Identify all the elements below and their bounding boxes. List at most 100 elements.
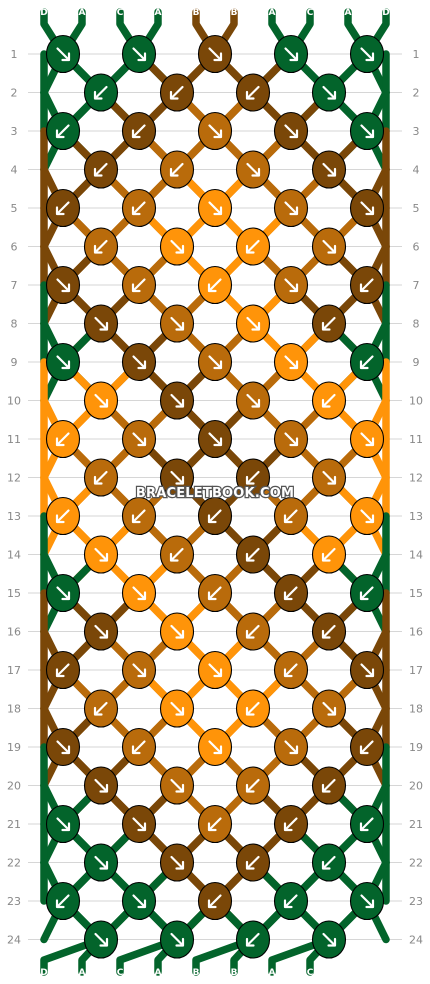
strand-segment bbox=[192, 935, 257, 976]
knot bbox=[159, 843, 195, 882]
arrow-down-left-icon bbox=[321, 624, 336, 639]
knot bbox=[311, 843, 347, 882]
arrow-down-left-icon bbox=[207, 586, 222, 601]
row-number: 20 bbox=[7, 780, 21, 793]
strand-label-bottom: D bbox=[382, 968, 389, 978]
row-number: 3 bbox=[11, 125, 18, 138]
knot bbox=[273, 265, 309, 305]
row-number: 21 bbox=[409, 818, 423, 831]
knot bbox=[349, 419, 385, 459]
arrow-down-left-icon bbox=[321, 855, 336, 870]
row-number: 7 bbox=[11, 279, 18, 292]
row-number: 6 bbox=[413, 241, 420, 254]
arrow-down-right-icon bbox=[208, 432, 223, 447]
knot bbox=[349, 881, 385, 921]
arrow-down-left-icon bbox=[245, 547, 260, 562]
strand-label-top: B bbox=[193, 8, 200, 18]
arrow-down-right-icon bbox=[208, 355, 223, 370]
watermark-text: BRACELETBOOK.COM bbox=[136, 486, 294, 501]
knot bbox=[121, 265, 157, 305]
arrow-down-right-icon bbox=[94, 932, 109, 947]
knot bbox=[197, 265, 233, 305]
row-number: 6 bbox=[11, 241, 18, 254]
knot bbox=[83, 227, 119, 266]
arrow-down-left-icon bbox=[245, 855, 260, 870]
strand-label-bottom: B bbox=[231, 968, 238, 978]
arrow-down-right-icon bbox=[284, 740, 299, 755]
arrow-down-right-icon bbox=[360, 509, 375, 524]
row-number: 13 bbox=[7, 510, 21, 523]
strand-label-bottom: A bbox=[155, 968, 162, 978]
knot bbox=[235, 458, 271, 497]
knot bbox=[121, 111, 157, 151]
row-number: 14 bbox=[7, 549, 21, 562]
knot bbox=[159, 920, 195, 959]
row-number: 17 bbox=[7, 664, 21, 677]
arrow-down-right-icon bbox=[322, 85, 337, 100]
knot bbox=[273, 34, 309, 74]
arrow-down-right-icon bbox=[170, 701, 185, 716]
knot bbox=[349, 265, 385, 305]
knot bbox=[83, 381, 119, 420]
strand-label-top: D bbox=[40, 8, 47, 18]
arrow-down-left-icon bbox=[283, 509, 298, 524]
row-number: 1 bbox=[413, 48, 420, 61]
arrow-down-left-icon bbox=[359, 355, 374, 370]
knot bbox=[159, 458, 195, 497]
knot bbox=[159, 612, 195, 651]
arrow-down-right-icon bbox=[170, 932, 185, 947]
arrow-down-left-icon bbox=[245, 239, 260, 254]
strand-label-bottom: C bbox=[117, 968, 124, 978]
knot bbox=[311, 920, 347, 959]
knot bbox=[121, 727, 157, 767]
knot bbox=[235, 766, 271, 805]
arrow-down-right-icon bbox=[322, 239, 337, 254]
knot bbox=[121, 419, 157, 459]
knot bbox=[197, 34, 233, 74]
knot bbox=[311, 458, 347, 497]
arrow-down-left-icon bbox=[207, 278, 222, 293]
row-number: 24 bbox=[409, 934, 423, 947]
knot bbox=[159, 535, 195, 574]
arrow-down-right-icon bbox=[170, 778, 185, 793]
arrow-down-left-icon bbox=[245, 701, 260, 716]
row-number: 8 bbox=[413, 318, 420, 331]
row-number: 14 bbox=[409, 549, 423, 562]
knot bbox=[45, 342, 81, 382]
arrow-down-left-icon bbox=[245, 624, 260, 639]
arrow-down-right-icon bbox=[94, 624, 109, 639]
strand-label-bottom: A bbox=[345, 968, 352, 978]
arrow-down-left-icon bbox=[283, 817, 298, 832]
row-number: 24 bbox=[7, 934, 21, 947]
strand-label-bottom: D bbox=[40, 968, 47, 978]
knot bbox=[235, 535, 271, 574]
knot bbox=[197, 342, 233, 382]
arrow-down-left-icon bbox=[131, 201, 146, 216]
arrow-down-left-icon bbox=[321, 393, 336, 408]
knot bbox=[83, 304, 119, 343]
row-number: 4 bbox=[11, 164, 18, 177]
arrow-down-right-icon bbox=[56, 740, 71, 755]
arrow-down-right-icon bbox=[132, 586, 147, 601]
arrow-down-left-icon bbox=[283, 586, 298, 601]
knot bbox=[273, 419, 309, 459]
row-number: 3 bbox=[413, 125, 420, 138]
arrow-down-right-icon bbox=[284, 124, 299, 139]
knot bbox=[197, 496, 233, 536]
arrow-down-left-icon bbox=[169, 547, 184, 562]
knot bbox=[349, 496, 385, 536]
knot bbox=[45, 573, 81, 613]
knot bbox=[349, 727, 385, 767]
arrow-down-left-icon bbox=[93, 470, 108, 485]
knot bbox=[311, 150, 347, 189]
knot bbox=[45, 804, 81, 844]
arrow-down-right-icon bbox=[360, 124, 375, 139]
arrow-down-right-icon bbox=[170, 470, 185, 485]
arrow-down-right-icon bbox=[94, 547, 109, 562]
knot bbox=[235, 612, 271, 651]
row-number: 15 bbox=[7, 587, 21, 600]
row-number: 10 bbox=[409, 395, 423, 408]
row-number: 21 bbox=[7, 818, 21, 831]
arrow-down-right-icon bbox=[56, 817, 71, 832]
row-number: 13 bbox=[409, 510, 423, 523]
